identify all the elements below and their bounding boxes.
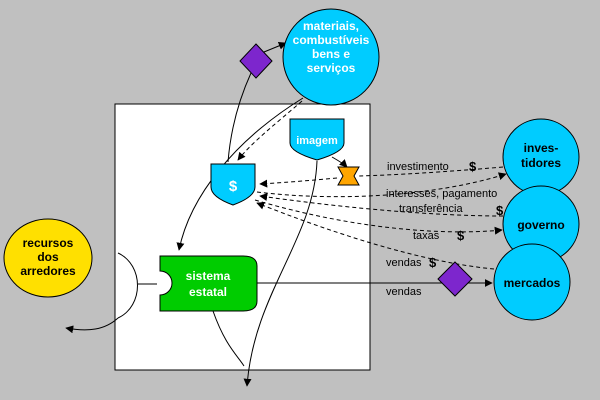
label-sales: vendas	[386, 286, 422, 298]
node-resources: recursos dos arredores	[3, 218, 93, 298]
investment-valve-icon	[337, 166, 360, 186]
label-sales-money: vendas	[386, 257, 422, 269]
state-system-shape	[159, 255, 258, 312]
label-investment-money: $	[469, 159, 477, 174]
edge-government-to-money	[259, 193, 504, 217]
markets-circle	[493, 243, 571, 321]
materials-label-line4: serviços	[307, 61, 356, 75]
materials-label-line2: combustíveis	[293, 33, 370, 47]
image-shield-label: imagem	[296, 135, 338, 147]
resources-label-line3: arredores	[20, 264, 76, 278]
price-diamond-top-icon	[239, 43, 273, 79]
investors-label-line1: inves-	[524, 141, 559, 155]
label-taxes-money: $	[457, 228, 465, 243]
intake-arc	[117, 252, 138, 319]
edge-system-to-ground	[212, 310, 245, 367]
edge-valve-to-money	[259, 177, 338, 188]
state-system-label-line2: estatal	[189, 285, 227, 299]
node-state-system: sistema estatal	[159, 255, 258, 312]
edge-waste-out	[65, 317, 119, 334]
edge-investors-to-valve	[358, 166, 504, 177]
resources-label-line1: recursos	[23, 236, 74, 250]
price-diamond-sales-icon	[437, 261, 473, 297]
edge-money-to-government	[254, 199, 503, 235]
node-materials: materiais, combustíveis bens e serviços	[282, 8, 380, 106]
label-transfer-money: $	[496, 203, 504, 218]
edge-price-diamond-to-materials	[263, 42, 287, 53]
image-shield-shape	[289, 118, 345, 161]
state-system-label-line1: sistema	[186, 269, 231, 283]
markets-label: mercados	[504, 276, 561, 290]
investors-label-line2: tidores	[521, 156, 561, 170]
resources-label-line2: dos	[37, 250, 59, 264]
edge-image-to-valve	[331, 156, 348, 168]
node-markets: mercados	[493, 243, 571, 321]
resources-ellipse	[3, 218, 93, 298]
edge-output-to-ground	[243, 160, 318, 387]
node-money-shield: $	[210, 163, 256, 206]
label-transfer: transferência	[399, 203, 463, 215]
money-shield-label: $	[229, 178, 238, 195]
label-interest-payment: interesses, pagamento	[386, 188, 497, 200]
edge-materials-to-money	[237, 100, 303, 161]
edge-money-to-investors	[256, 172, 507, 198]
materials-label-line3: bens e	[312, 47, 350, 61]
edge-markets-to-money	[256, 201, 495, 270]
node-investors: inves- tidores	[502, 118, 580, 196]
money-shield-shape	[210, 163, 256, 206]
node-image-shield: imagem	[289, 118, 345, 161]
government-label: governo	[517, 218, 564, 232]
node-government: governo	[502, 185, 580, 263]
edge-money-to-price-diamond	[227, 72, 252, 163]
label-taxes: taxas	[413, 230, 440, 242]
label-investment: investimento	[387, 161, 449, 173]
label-sales-money-symbol: $	[429, 255, 437, 270]
materials-circle	[282, 8, 380, 106]
materials-label-line1: materiais,	[303, 19, 359, 33]
